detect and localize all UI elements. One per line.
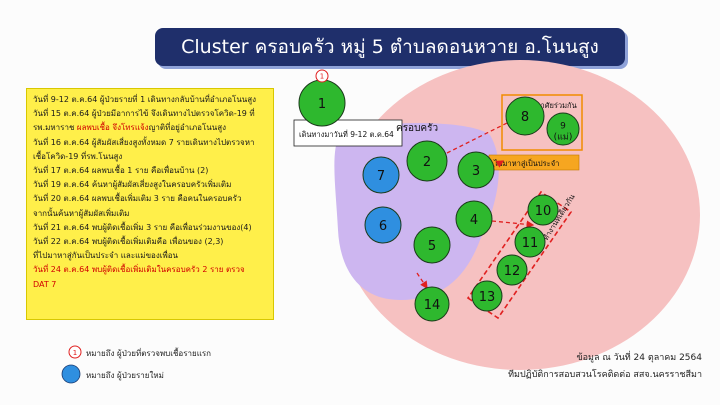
index-case-marker-icon — [315, 69, 329, 83]
slide-title: Cluster ครอบครัว หมู่ 5 ตำบลดอนหวาย อ.โน… — [181, 36, 599, 58]
timeline-line: วันที่ 15 ต.ค.64 ผู้ป่วยมีอาการไข้ จึงเด… — [33, 109, 255, 119]
case-node-6 — [364, 206, 402, 244]
case-node-label: 9 — [560, 122, 566, 132]
timeline-line: DAT 7 — [33, 279, 57, 289]
title-banner: Cluster ครอบครัว หมู่ 5 ตำบลดอนหวาย อ.โน… — [155, 28, 625, 66]
case-node-label: 10 — [535, 204, 552, 219]
timeline-line: วันที่ 22 ต.ค.64 พบผู้ติดเชื้อเพิ่มเติมค… — [33, 237, 224, 247]
case-node-9 — [546, 112, 580, 146]
case-node-12 — [496, 254, 528, 286]
timeline-line: จากนั้นค้นหาผู้สัมผัสเพิ่มเติม — [33, 208, 130, 218]
timeline-line: วันที่ 16 ต.ค.64 ผู้สัมผัสเสี่ยงสูงทั้งห… — [33, 137, 255, 147]
legend-new-case: หมายถึง ผู้ป่วยรายใหม่ — [86, 371, 164, 380]
frequent-visit-label: ไปมาหาสู่เป็นประจำ — [493, 158, 559, 168]
case-node-label: (แม่) — [554, 133, 573, 143]
travel-label: เดินทางมาวันที่ 9-12 ต.ค.64 — [299, 129, 394, 139]
timeline-line: รพ.มหาราช ผลพบเชื้อ จึงโทรแจ้งญาติที่อยู… — [33, 121, 267, 135]
case-node-3 — [457, 151, 495, 189]
timeline-line: เชื้อโควิด-19 ที่รพ.โนนสูง — [33, 151, 123, 161]
case-node-8 — [505, 96, 545, 136]
case-node-14 — [414, 286, 450, 322]
timeline-box: วันที่ 9-12 ต.ค.64 ผู้ป่วยรายที่ 1 เดินท… — [26, 88, 274, 320]
case-node-13 — [471, 280, 503, 312]
timeline-highlight: ผลพบเชื้อ จึงโทรแจ้ง — [76, 123, 149, 133]
case-node-label: 1 — [318, 97, 326, 112]
footer-date: ข้อมูล ณ วันที่ 24 ตุลาคม 2564 — [576, 353, 702, 363]
family-label: ครอบครัว — [396, 123, 438, 134]
coresident-label: อาศัยร่วมกัน — [536, 101, 577, 110]
coresident-box — [501, 94, 583, 151]
case-node-10 — [527, 194, 559, 226]
timeline-line: วันที่ 20 ต.ค.64 ผลพบเชื้อเพิ่มเติม 3 รา… — [33, 194, 242, 204]
timeline-line: วันที่ 24 ต.ค.64 พบผู้ติดเชื้อเพิ่มเติมใ… — [33, 265, 245, 275]
case-node-label: 2 — [423, 155, 431, 170]
timeline-line: วันที่ 19 ต.ค.64 ค้นหาผู้สัมผัสเสี่ยงสูง… — [33, 180, 232, 190]
case-node-label: 12 — [504, 264, 521, 279]
arrow-5-to-14 — [416, 272, 428, 290]
legend-new-case-icon — [61, 364, 81, 384]
case-node-label: 3 — [472, 164, 480, 179]
timeline-text: รพ.มหาราช — [33, 123, 77, 133]
case-node-label: 5 — [428, 239, 436, 254]
case-node-label: 6 — [379, 219, 387, 234]
timeline-text: ญาติที่อยู่อำเภอโนนสูง — [148, 123, 226, 133]
case-node-2 — [406, 140, 448, 182]
arrow-2-to-8 — [446, 119, 515, 154]
timeline-line: วันที่ 9-12 ต.ค.64 ผู้ป่วยรายที่ 1 เดินท… — [33, 95, 257, 104]
legend-marker-text: 1 — [73, 349, 77, 357]
timeline-line: วันที่ 21 ต.ค.64 พบผู้ติดเชื้อเพิ่ม 3 รา… — [33, 222, 252, 232]
case-node-label: 11 — [522, 236, 539, 251]
case-node-4 — [455, 200, 493, 238]
case-node-label: 13 — [479, 290, 496, 305]
footer-org: ทีมปฏิบัติการสอบสวนโรคติดต่อ สสจ.นครราชส… — [508, 370, 702, 380]
case-node-11 — [514, 226, 546, 258]
case-node-label: 4 — [470, 213, 478, 228]
timeline-line: วันที่ 17 ต.ค.64 ผลพบเชื้อ 1 ราย คือเพื่… — [33, 166, 209, 176]
case-node-label: 8 — [521, 110, 529, 125]
case-node-label: 14 — [424, 298, 441, 313]
legend-first-case: หมายถึง ผู้ป่วยที่ตรวจพบเชื้อรายแรก — [86, 349, 212, 358]
timeline-line: ที่ไปมาหาสู่กันเป็นประจำ และแม่ของเพื่อน — [33, 251, 179, 261]
case-node-label: 7 — [377, 169, 385, 184]
travel-label-box — [293, 119, 403, 147]
legend-index-marker-icon — [68, 345, 82, 359]
index-case-marker-text: 1 — [320, 73, 324, 81]
case-node-5 — [413, 226, 451, 264]
case-node-7 — [362, 156, 400, 194]
